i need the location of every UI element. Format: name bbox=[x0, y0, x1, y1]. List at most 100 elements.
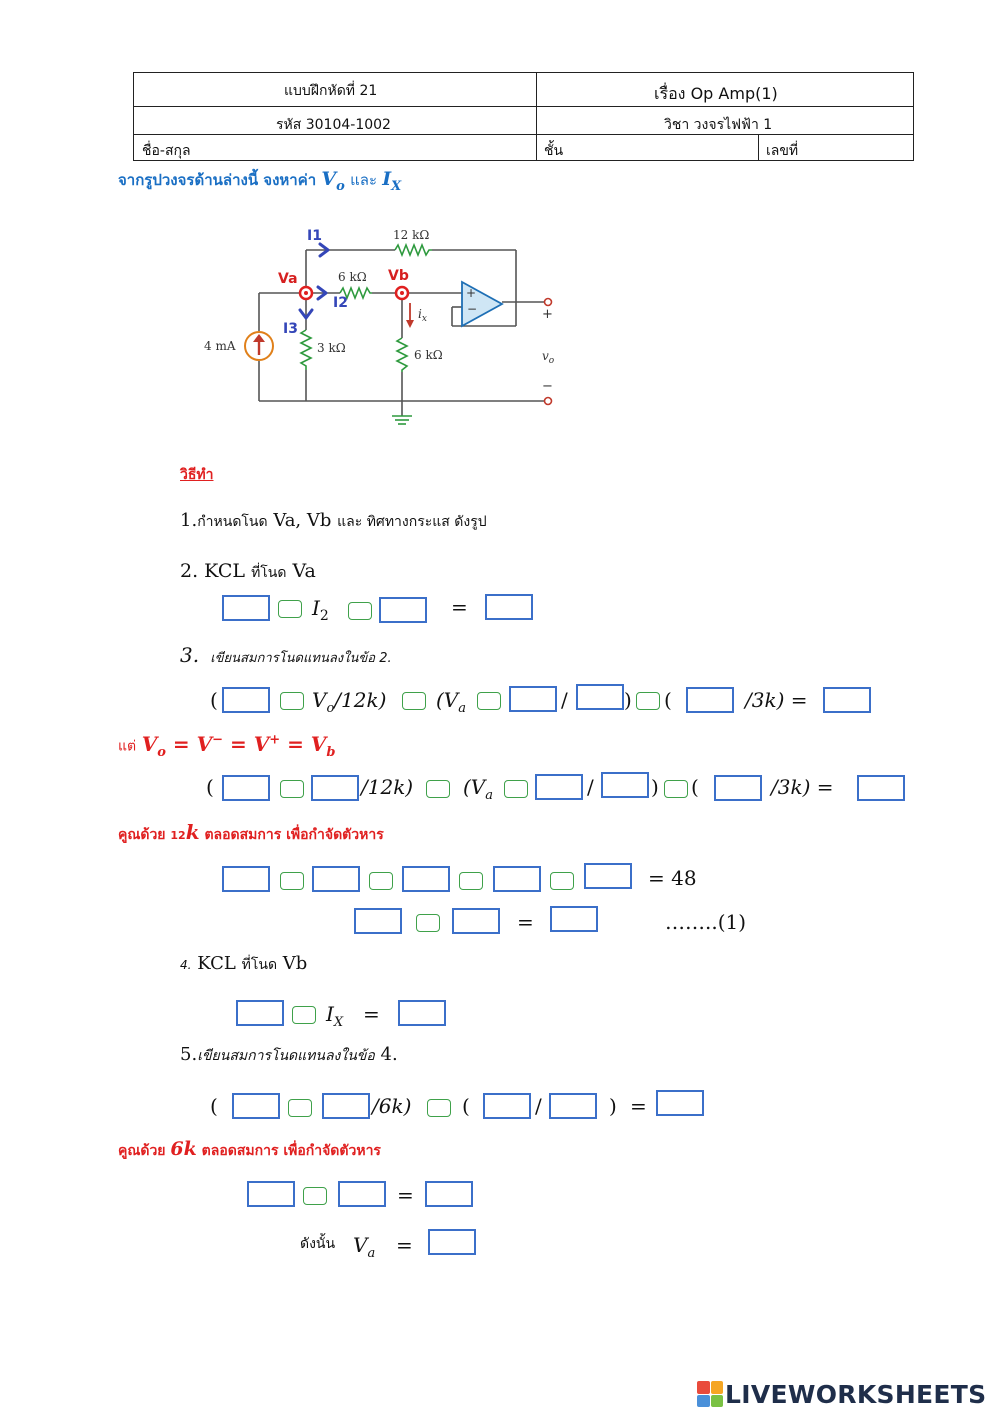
operator-box[interactable] bbox=[369, 872, 393, 890]
answer-box[interactable] bbox=[222, 866, 270, 892]
name-label: ชื่อ-สกุล bbox=[142, 143, 191, 159]
answer-box[interactable] bbox=[493, 866, 541, 892]
equals-sign: = bbox=[451, 595, 468, 619]
operator-box[interactable] bbox=[348, 602, 372, 620]
equals-sign: = bbox=[397, 1183, 414, 1207]
answer-box[interactable] bbox=[686, 687, 734, 713]
answer-box[interactable] bbox=[398, 1000, 446, 1026]
operator-box[interactable] bbox=[416, 914, 440, 932]
paren: ( bbox=[691, 775, 699, 799]
answer-box[interactable] bbox=[535, 774, 583, 800]
header-divider bbox=[134, 134, 913, 135]
paren: ( bbox=[206, 775, 214, 799]
vo-symbol: Vo bbox=[321, 168, 345, 194]
operator-box[interactable] bbox=[427, 1099, 451, 1117]
paren: ( bbox=[210, 1094, 218, 1118]
answer-box[interactable] bbox=[601, 772, 649, 798]
operator-box[interactable] bbox=[504, 780, 528, 798]
slash: / bbox=[587, 775, 594, 799]
topic-title: เรื่อง Op Amp(1) bbox=[654, 84, 778, 103]
header-table: แบบฝึกหัดที่ 21 เรื่อง Op Amp(1) รหัส 30… bbox=[133, 72, 914, 161]
operator-box[interactable] bbox=[426, 780, 450, 798]
slash: / bbox=[561, 688, 568, 712]
method-title: วิธีทำ bbox=[180, 467, 214, 483]
i3-arrow-icon bbox=[298, 308, 314, 320]
answer-box[interactable] bbox=[232, 1093, 280, 1119]
ix-arrow-icon bbox=[406, 320, 414, 328]
operator-box[interactable] bbox=[303, 1187, 327, 1205]
answer-box[interactable] bbox=[354, 908, 402, 934]
question-prompt: จากรูปวงจรด้านล่างนี้ จงหาค่า bbox=[118, 171, 317, 189]
over-6k: /6k) bbox=[372, 1094, 412, 1118]
vo-equality: Vo = V− = V+ = Vb bbox=[141, 731, 336, 760]
operator-box[interactable] bbox=[636, 692, 660, 710]
answer-box[interactable] bbox=[338, 1181, 386, 1207]
operator-box[interactable] bbox=[459, 872, 483, 890]
multiply-12k-note: คูณด้วย 12k ตลอดสมการ เพื่อกำจัดตัวหาร bbox=[118, 820, 384, 844]
answer-box[interactable] bbox=[428, 1229, 476, 1255]
answer-box[interactable] bbox=[576, 684, 624, 710]
label-vo: vo bbox=[542, 349, 555, 366]
vo-equals-vb: แต่ Vo = V− = V+ = Vb bbox=[118, 731, 336, 760]
header-divider bbox=[758, 134, 759, 160]
operator-box[interactable] bbox=[288, 1099, 312, 1117]
label-plus: + bbox=[542, 307, 553, 322]
answer-box[interactable] bbox=[483, 1093, 531, 1119]
answer-box[interactable] bbox=[550, 906, 598, 932]
operator-box[interactable] bbox=[280, 780, 304, 798]
operator-box[interactable] bbox=[278, 600, 302, 618]
equals-sign: = bbox=[517, 910, 534, 934]
va-term: (Va bbox=[463, 775, 494, 803]
operator-box[interactable] bbox=[280, 692, 304, 710]
answer-box[interactable] bbox=[656, 1090, 704, 1116]
operator-box[interactable] bbox=[292, 1006, 316, 1024]
equals-sign: = bbox=[363, 1002, 380, 1026]
answer-box[interactable] bbox=[425, 1181, 473, 1207]
step-3: 3. เขียนสมการโนดแทนลงในข้อ 2. bbox=[180, 643, 392, 667]
label-ix: ix bbox=[418, 307, 427, 324]
answer-box[interactable] bbox=[222, 595, 270, 621]
label-vb: Vb bbox=[388, 268, 409, 284]
logo-mark-icon bbox=[697, 1381, 723, 1407]
answer-box[interactable] bbox=[485, 594, 533, 620]
i1-arrow-icon bbox=[318, 242, 330, 258]
answer-box[interactable] bbox=[312, 866, 360, 892]
answer-box[interactable] bbox=[584, 863, 632, 889]
ix-symbol: IX bbox=[326, 1002, 344, 1030]
label-minus: − bbox=[542, 379, 553, 394]
answer-box[interactable] bbox=[247, 1181, 295, 1207]
answer-box[interactable] bbox=[222, 687, 270, 713]
answer-box[interactable] bbox=[402, 866, 450, 892]
answer-box[interactable] bbox=[222, 775, 270, 801]
answer-box[interactable] bbox=[379, 597, 427, 623]
operator-box[interactable] bbox=[550, 872, 574, 890]
and-word: และ bbox=[350, 171, 377, 189]
over-3k: /3k) = bbox=[745, 688, 808, 712]
va-symbol: Va bbox=[353, 1233, 376, 1261]
svg-text:−: − bbox=[467, 302, 477, 316]
answer-box[interactable] bbox=[823, 687, 871, 713]
answer-box[interactable] bbox=[509, 686, 557, 712]
answer-box[interactable] bbox=[322, 1093, 370, 1119]
answer-box[interactable] bbox=[857, 775, 905, 801]
brand-name: LIVEWORKSHEETS bbox=[725, 1379, 987, 1409]
operator-box[interactable] bbox=[280, 872, 304, 890]
circuit-diagram: + − I1 I2 I3 Va Vb 12 kΩ 6 kΩ 3 kΩ 6 kΩ … bbox=[204, 228, 555, 425]
answer-box[interactable] bbox=[549, 1093, 597, 1119]
label-i1: I1 bbox=[307, 228, 322, 244]
operator-box[interactable] bbox=[664, 780, 688, 798]
vo-over-12k: Vo/12k) bbox=[312, 688, 387, 716]
answer-box[interactable] bbox=[236, 1000, 284, 1026]
equation-1-label: ……..(1) bbox=[665, 910, 747, 934]
slash: / bbox=[535, 1094, 542, 1118]
answer-box[interactable] bbox=[311, 775, 359, 801]
answer-box[interactable] bbox=[714, 775, 762, 801]
therefore-label: ดังนั้น bbox=[300, 1236, 336, 1252]
operator-box[interactable] bbox=[477, 692, 501, 710]
answer-box[interactable] bbox=[452, 908, 500, 934]
equals-sign: = bbox=[396, 1233, 413, 1257]
label-3k: 3 kΩ bbox=[317, 341, 346, 355]
equals-48: = 48 bbox=[648, 866, 697, 890]
operator-box[interactable] bbox=[402, 692, 426, 710]
label-6k-top: 6 kΩ bbox=[338, 270, 367, 284]
